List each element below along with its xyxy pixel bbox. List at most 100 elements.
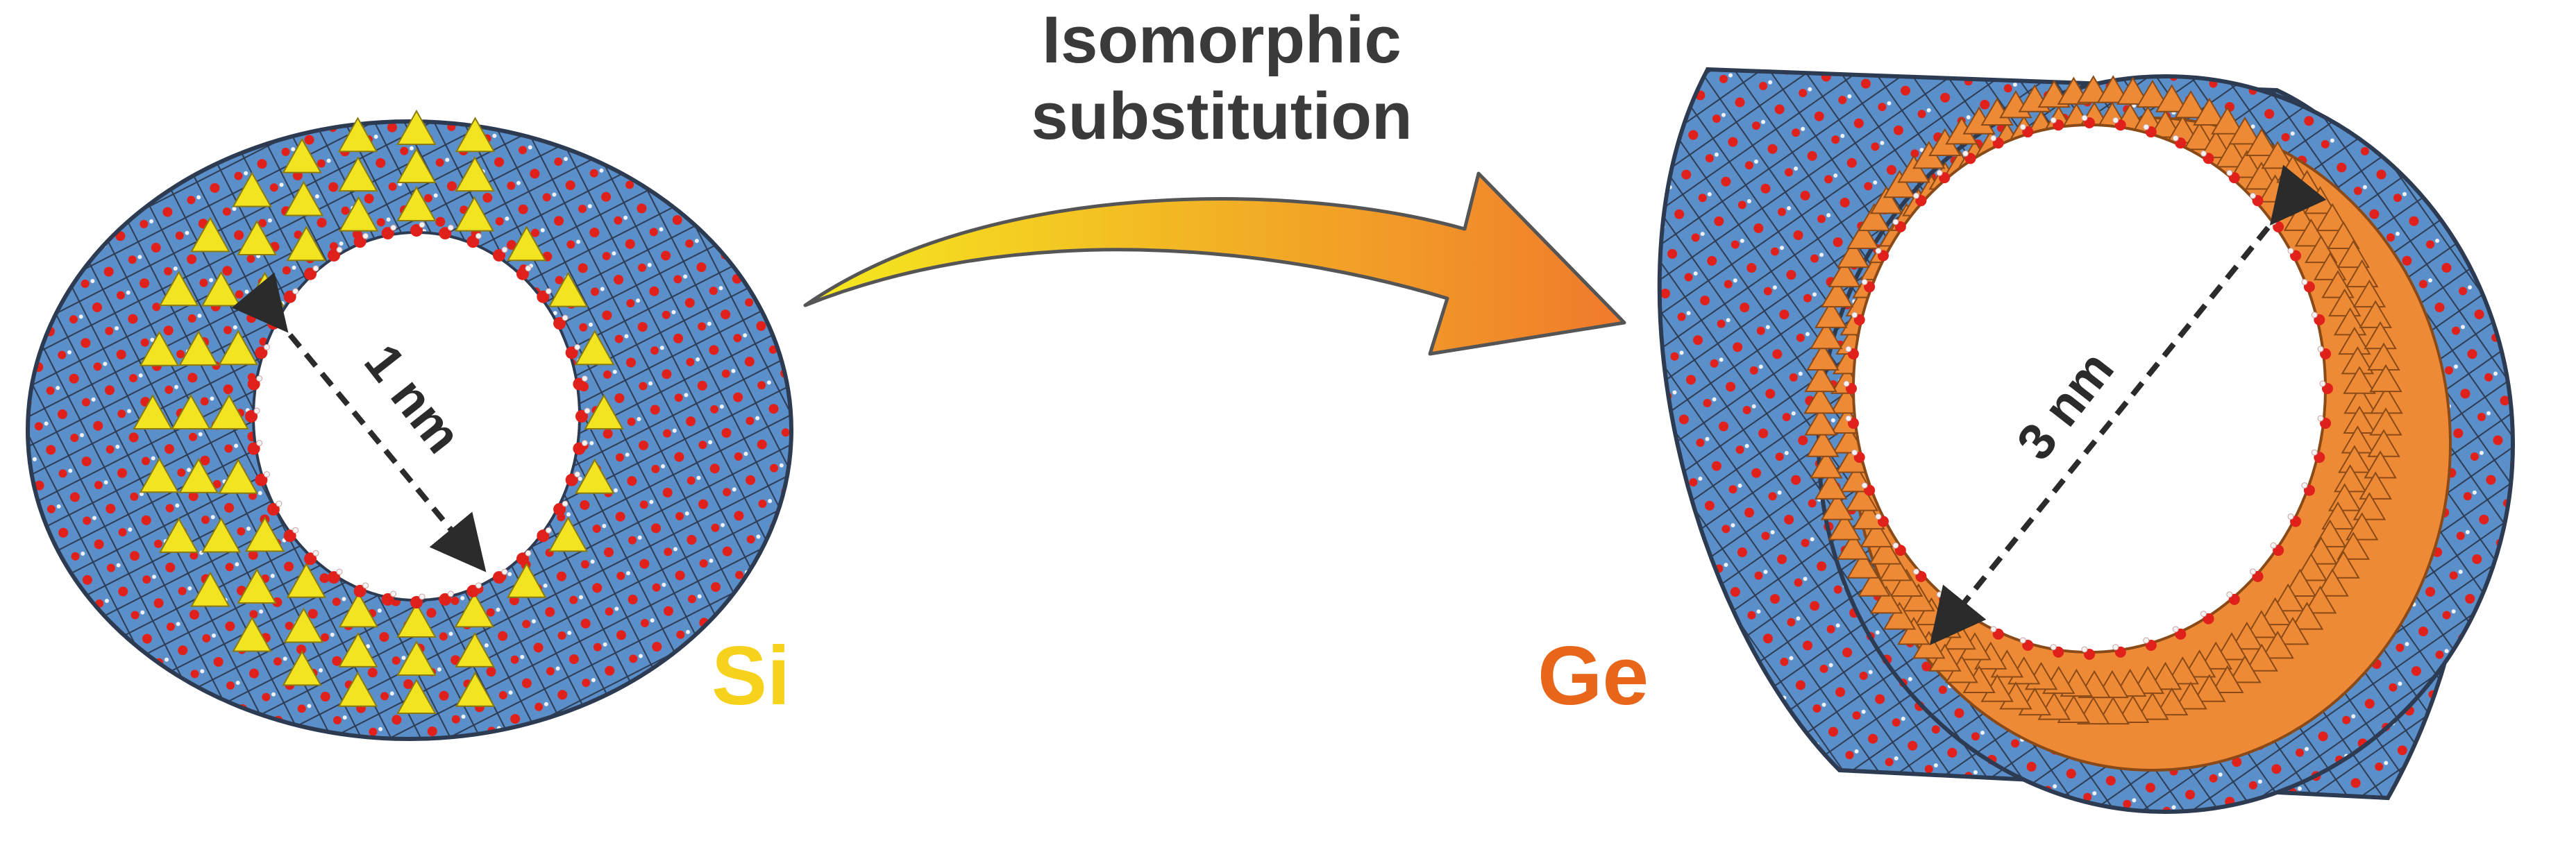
substitution-arrow <box>803 171 1626 356</box>
ge-tetrahedron <box>1828 259 1862 288</box>
si-tetrahedron <box>178 457 219 493</box>
ge-tetrahedron <box>2136 692 2169 720</box>
ge-rim-hydrogen <box>1845 346 1852 352</box>
ge-tetrahedron <box>2096 75 2130 103</box>
si-rim-hydrogen <box>362 582 369 589</box>
ge-tetrahedron <box>2337 531 2370 560</box>
ge-rim-hydrogen <box>2200 150 2207 157</box>
si-rim-hydrogen <box>390 224 397 231</box>
ge-tetrahedron <box>2327 288 2362 317</box>
si-tetrahedron <box>190 216 230 253</box>
ge-tetrahedron <box>2174 681 2207 710</box>
si-tetrahedron <box>338 196 379 232</box>
ge-rim-hydrogen <box>1851 312 1858 318</box>
ge-rim-hydrogen <box>2301 482 2308 489</box>
si-rim-hydrogen <box>562 314 569 321</box>
si-rim-hydrogen <box>525 550 532 556</box>
ge-rim-hydrogen <box>1936 169 1943 176</box>
si-rim-oxygen <box>381 227 394 240</box>
si-rim-hydrogen <box>419 221 426 228</box>
si-rim-oxygen <box>381 593 394 606</box>
si-rim-hydrogen <box>336 246 343 253</box>
si-tetrahedron <box>396 678 437 714</box>
si-rim-hydrogen <box>336 568 343 575</box>
si-tetrahedron <box>139 457 180 493</box>
si-rim-hydrogen <box>253 407 260 414</box>
si-tetrahedron <box>396 185 437 221</box>
si-nanotube: 1 nm <box>26 109 793 741</box>
ge-tetrahedron <box>2199 130 2232 158</box>
ge-rim-hydrogen <box>1892 542 1899 549</box>
ge-tetrahedron <box>1803 386 1837 414</box>
ge-tetrahedron <box>1837 531 1870 560</box>
si-rim-oxygen <box>537 529 550 543</box>
ge-tetrahedron <box>2136 79 2169 108</box>
si-rim-oxygen <box>466 584 480 597</box>
si-rim-oxygen <box>493 248 505 262</box>
ge-tetrahedron <box>1878 553 1912 581</box>
si-rim-hydrogen <box>276 500 283 507</box>
ge-tetrahedron <box>1804 364 1837 393</box>
ge-rim-hydrogen <box>2050 644 2057 651</box>
si-tetrahedron <box>232 171 272 207</box>
ge-rim-hydrogen <box>2311 312 2318 318</box>
ge-tetrahedron <box>2327 550 2360 579</box>
si-rim-oxygen <box>565 346 578 359</box>
si-tetrahedron <box>454 592 495 628</box>
si-rim-hydrogen <box>581 375 588 382</box>
ge-rim-hydrogen <box>2250 192 2257 199</box>
si-diameter-arrow <box>231 272 487 572</box>
si-rim-hydrogen <box>263 471 270 478</box>
ge-tetrahedron <box>2211 106 2244 135</box>
si-rim-oxygen <box>466 235 480 248</box>
ge-tetrahedron <box>1810 321 1843 350</box>
si-tetrahedron <box>190 571 230 607</box>
si-tetrahedron <box>237 568 277 604</box>
si-tetrahedron <box>283 607 324 643</box>
ge-rim-hydrogen <box>2172 135 2179 142</box>
si-rim-hydrogen <box>525 265 532 272</box>
si-tetrahedron <box>338 592 379 628</box>
si-rim-hydrogen <box>292 288 299 295</box>
si-rim-oxygen <box>573 442 586 455</box>
si-tetrahedron <box>282 137 322 173</box>
ge-tetrahedron <box>1806 429 1840 457</box>
si-rim-hydrogen <box>501 246 508 253</box>
ge-tetrahedron <box>1815 300 1848 328</box>
si-tetrahedron <box>455 671 496 707</box>
si-tetrahedron <box>548 516 589 552</box>
ge-tetrahedron <box>2174 90 2207 119</box>
ge-tetrahedron <box>1860 519 1894 547</box>
ge-tetrahedron <box>2155 84 2189 112</box>
si-rim-hydrogen <box>574 343 581 350</box>
ge-tetrahedron <box>2148 661 2182 690</box>
ge-tetrahedron <box>2182 649 2216 678</box>
ge-rim-hydrogen <box>2050 117 2057 124</box>
ge-rim-hydrogen <box>1845 415 1852 422</box>
ge-rim-hydrogen <box>1843 380 1850 387</box>
ge-rim-hydrogen <box>2226 591 2233 598</box>
curved-arrow-shape <box>803 171 1626 356</box>
si-tetrahedron <box>338 156 378 192</box>
ge-rim-hydrogen <box>2143 637 2150 644</box>
ge-rim-hydrogen <box>1875 248 1882 254</box>
si-rim-hydrogen <box>545 527 552 534</box>
ge-rim-hydrogen <box>2019 637 2026 644</box>
ge-rim-hydrogen <box>1875 513 1882 520</box>
ge-rim-hydrogen <box>2270 542 2277 549</box>
si-tetrahedron <box>338 631 378 667</box>
si-tetrahedron <box>506 226 547 262</box>
ge-tetrahedron <box>1820 279 1854 308</box>
si-tetrahedron <box>506 562 547 598</box>
ge-tetrahedron <box>1815 471 1848 500</box>
si-tetrahedron <box>396 602 437 638</box>
si-rim-hydrogen <box>312 265 319 272</box>
ge-rim-hydrogen <box>2112 117 2119 124</box>
si-tetrahedron <box>139 330 180 366</box>
si-rim-hydrogen <box>574 471 581 478</box>
ge-tetrahedron <box>1858 568 1891 597</box>
si-tetrahedron <box>178 330 219 366</box>
ge-rim-hydrogen <box>2317 346 2324 352</box>
ge-tetrahedron <box>2333 464 2367 493</box>
